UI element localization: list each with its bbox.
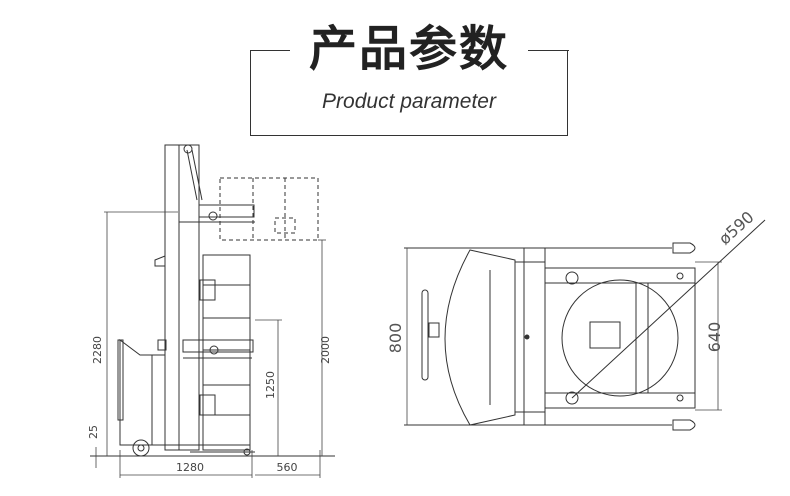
top-view bbox=[404, 219, 766, 431]
dimension-length: 1280 bbox=[176, 461, 204, 474]
page-title: 产品参数 bbox=[308, 21, 509, 77]
fork-carriage bbox=[544, 267, 696, 409]
fork-wheel-top bbox=[672, 242, 696, 254]
mast-frame bbox=[514, 261, 546, 413]
header-frame-line-left bbox=[250, 50, 290, 51]
header-frame-line-right bbox=[528, 50, 569, 51]
fork-wheel-bottom bbox=[672, 419, 696, 431]
raised-drum-outline bbox=[219, 177, 319, 241]
dimension-drum-diameter: ø590 bbox=[715, 207, 758, 248]
mast bbox=[164, 144, 180, 451]
mast-inner bbox=[178, 144, 200, 451]
drive-wheel bbox=[132, 439, 150, 457]
side-view bbox=[90, 144, 335, 457]
page-subtitle: Product parameter bbox=[322, 90, 496, 113]
dimension-lift-height: 2000 bbox=[319, 336, 332, 364]
diameter-leader bbox=[571, 219, 766, 399]
tiller-bar bbox=[421, 289, 429, 381]
dimension-inner-width: 640 bbox=[705, 322, 724, 353]
load-wheel bbox=[243, 448, 251, 456]
chassis-front bbox=[444, 249, 516, 426]
battery-housing bbox=[119, 339, 166, 446]
side-dimension-lines bbox=[95, 211, 326, 478]
dimension-platform-height: 1250 bbox=[264, 371, 277, 399]
caster bbox=[565, 391, 579, 405]
drum-outline bbox=[561, 279, 679, 397]
dimension-load-extension: 560 bbox=[277, 461, 298, 474]
drum-clamp-center bbox=[589, 321, 621, 349]
dimension-total-height: 2280 bbox=[91, 336, 104, 364]
caster bbox=[565, 271, 579, 285]
header-frame bbox=[250, 50, 568, 136]
tiller-handle bbox=[117, 339, 124, 421]
upper-clamp bbox=[198, 204, 255, 218]
mast-pulley bbox=[183, 144, 193, 154]
top-dimension-lines bbox=[406, 248, 722, 425]
dimension-width: 800 bbox=[386, 323, 405, 354]
dimension-ground-clearance: 25 bbox=[87, 425, 100, 439]
